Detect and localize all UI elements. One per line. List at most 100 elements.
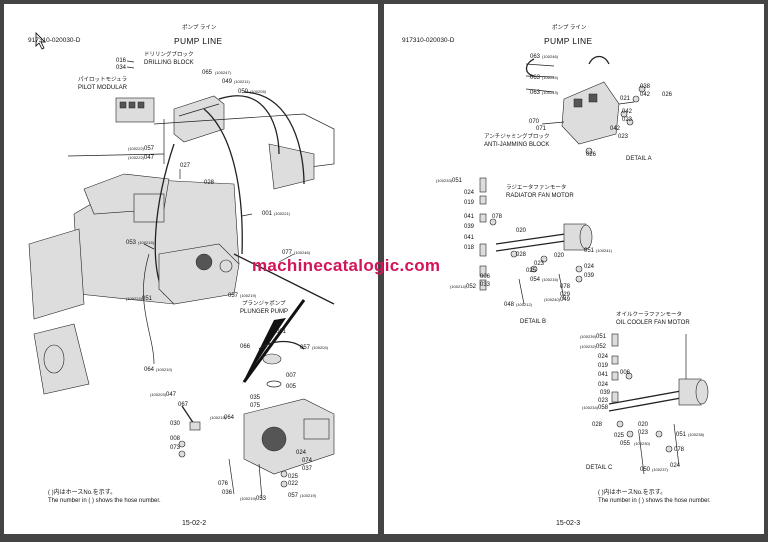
cursor-icon (35, 32, 46, 50)
pump-detail-shape (243, 398, 335, 475)
part-number: 063 (530, 90, 541, 96)
part-number: 023 (638, 430, 649, 436)
hose-number: (100221) (274, 211, 291, 216)
part-number: 039 (464, 224, 475, 230)
part-number: 022 (288, 481, 299, 487)
oil-cooler-jp-label: オイルクーラファンモータ (616, 312, 683, 318)
detail-b-label: DETAIL B (520, 319, 547, 325)
part-number: 037 (302, 466, 313, 472)
hose-number: (100222) (128, 146, 145, 151)
anti-jamming-label: ANTI-JAMMING BLOCK (484, 142, 550, 148)
hose-number: (100246) (294, 250, 311, 255)
part-number: 020 (516, 228, 527, 234)
radiator-label: RADIATOR FAN MOTOR (506, 193, 574, 199)
hose-number: (100238) (688, 432, 705, 437)
part-number: 078 (674, 447, 685, 453)
part-number: 028 (204, 180, 215, 186)
part-number: 053 (256, 496, 267, 502)
part-number: 035 (250, 395, 261, 401)
left-exploded-diagram (28, 32, 335, 500)
hose-number: (100216) (542, 277, 559, 282)
detail-c-label: DETAIL C (586, 465, 613, 471)
hose-number: (100245) (542, 75, 559, 80)
hose-number: (100219) (240, 293, 257, 298)
part-number: 057 (144, 146, 155, 152)
hose-number: (100215) (138, 240, 155, 245)
hose-number: (100204) (312, 345, 329, 350)
part-number: 034 (116, 65, 127, 71)
part-number: 078 (560, 284, 571, 290)
hose-number: (100233) (436, 178, 453, 183)
hose-number: (100205) (250, 89, 267, 94)
oil-cooler-label: OIL COOLER FAN MOTOR (616, 320, 690, 326)
hose-number: (100203) (150, 392, 167, 397)
hose-number: (100234) (582, 405, 599, 410)
part-number: 033 (480, 282, 491, 288)
right-footnote: The number in ( ) shows the hose number. (598, 498, 711, 504)
part-number: 042 (622, 109, 633, 115)
part-number: 064 (224, 415, 235, 421)
part-number: 028 (516, 252, 527, 258)
part-number: 024 (296, 450, 307, 456)
hose-number: (100224) (126, 296, 143, 301)
hose-number: (100237) (652, 467, 669, 472)
left-page-title: PUMP LINE (174, 36, 223, 46)
part-number: 052 (596, 344, 607, 350)
part-number: 026 (586, 152, 597, 158)
part-number: 023 (622, 117, 633, 123)
part-number: 028 (592, 422, 603, 428)
part-number: 049 (222, 79, 233, 85)
part-number: 064 (144, 367, 155, 373)
part-number: 001 (262, 211, 273, 217)
hose-number: (100243) (542, 90, 559, 95)
part-number: 071 (536, 126, 547, 132)
part-number: 026 (662, 92, 673, 98)
part-number: 048 (504, 302, 515, 308)
drilling-block-label: DRILLING BLOCK (144, 60, 194, 66)
part-number: 036 (222, 490, 233, 496)
left-footnote-jp: ( )内はホースNo.を示す。 (48, 490, 117, 496)
anti-jamming-jp-label: アンチジャミングブロック (484, 134, 550, 140)
part-number: 077 (282, 250, 293, 256)
part-number: 018 (464, 245, 475, 251)
detail-a-label: DETAIL A (626, 156, 652, 162)
pilot-modular-label: PILOT MODULAR (78, 85, 127, 91)
plunger-pump-jp-label: プランジャポンプ (242, 301, 286, 307)
hose-number: (100219) (240, 496, 257, 501)
hose-number: (100219) (300, 493, 317, 498)
part-number: 023 (534, 261, 545, 267)
right-exploded-diagram (479, 55, 709, 475)
hose-number: (100240) (544, 297, 561, 302)
left-page: 917310-020030-D ポンプ ライン PUMP LINE ドリリングブ… (4, 4, 378, 534)
part-number: 051 (584, 248, 595, 254)
part-number: 007 (286, 373, 297, 379)
left-page-number: 15-02-2 (182, 520, 207, 527)
part-number: 053 (126, 240, 137, 246)
part-number: 024 (584, 264, 595, 270)
left-footnote: The number in ( ) shows the hose number. (48, 498, 161, 504)
hose-number: (100214) (450, 284, 467, 289)
part-number: 024 (598, 354, 609, 360)
part-number: 049 (560, 297, 571, 303)
part-number: 019 (464, 200, 475, 206)
hose-number: (100246) (542, 54, 559, 59)
hose-number: (100211) (234, 79, 250, 84)
part-number: 074 (302, 458, 313, 464)
part-number: 055 (620, 441, 631, 447)
part-number: 063 (530, 75, 541, 81)
plunger-pump-shape (158, 243, 240, 305)
hose-number: (100212) (516, 302, 533, 307)
part-number: 050 (640, 467, 651, 473)
right-page-number: 15-02-3 (556, 520, 581, 527)
drilling-block-shape (173, 95, 225, 143)
part-number: 016 (116, 58, 127, 64)
part-number: 041 (464, 235, 475, 241)
part-number: 042 (610, 126, 621, 132)
hose-number: (100210) (156, 367, 173, 372)
hose-number: (100222) (128, 155, 145, 160)
left-title-jp: ポンプ ライン (182, 25, 217, 31)
part-number: 025 (526, 268, 537, 274)
part-number: 052 (466, 284, 477, 290)
part-number: 063 (530, 54, 541, 60)
hose-number: (100239) (580, 334, 597, 339)
